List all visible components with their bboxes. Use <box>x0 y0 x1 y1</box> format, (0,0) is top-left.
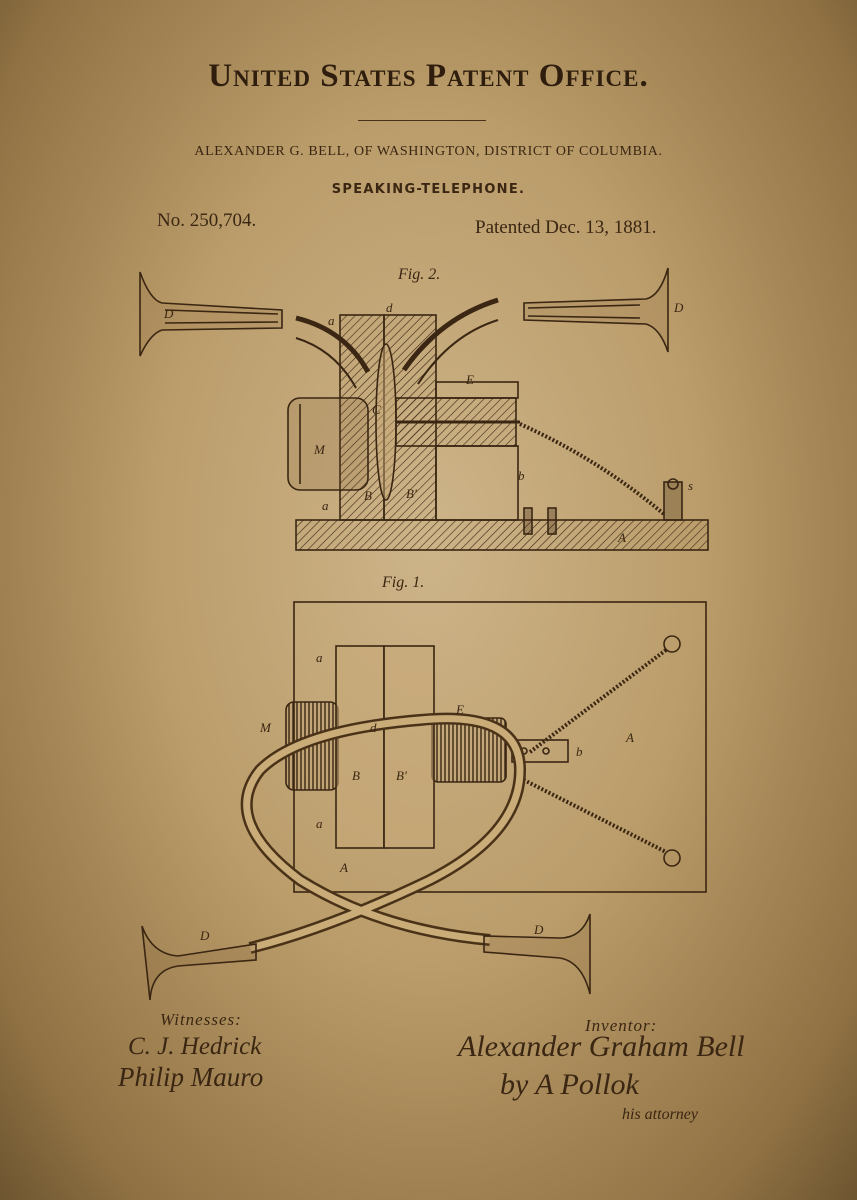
fig1-label-b: B <box>352 768 360 783</box>
fig1-mouthpiece-left <box>141 925 257 1001</box>
inventor-signature: Alexander Graham Bell <box>458 1030 745 1063</box>
title-divider <box>358 120 486 121</box>
fig1-drawing <box>141 601 707 1001</box>
fig2-label-m: M <box>313 442 326 457</box>
fig2-label-b-prime: B' <box>406 486 417 501</box>
witnesses-heading: Witnesses: <box>160 1010 242 1029</box>
patent-number: No. 250,704. <box>157 210 257 231</box>
attorney-signature: by A Pollok <box>500 1068 639 1101</box>
fig1-label-a-lower: A <box>339 860 348 875</box>
fig2-label-d-left: D <box>163 306 174 321</box>
fig1-mouthpiece-right <box>483 913 591 995</box>
fig2-label-d-right: D <box>673 300 684 315</box>
fig2-label-b-small: b <box>518 468 525 483</box>
fig2-magnet <box>287 397 369 491</box>
fig2-label-e: E <box>465 372 474 387</box>
fig1-caption: Fig. 1. <box>382 574 425 591</box>
fig1-label-a-top: a <box>316 650 323 665</box>
fig1-label-b-small: b <box>576 744 583 759</box>
fig2-label-c: C <box>372 402 381 417</box>
witness-signature-2: Philip Mauro <box>118 1062 264 1092</box>
fig1-block-b-prime <box>383 645 435 849</box>
fig2-label-a-base: A <box>617 530 626 545</box>
fig2-label-a-top: a <box>328 313 335 328</box>
fig2-support <box>435 445 519 521</box>
page-title: United States Patent Office. <box>208 58 649 94</box>
fig2-labels: D D a d E C M B B' b a A s <box>163 300 693 545</box>
fig1-terminal-top <box>663 635 681 653</box>
fig2-diaphragm <box>375 343 397 501</box>
fig2-wire <box>519 422 667 517</box>
fig2-right-mouthpiece <box>523 267 669 353</box>
patent-date: Patented Dec. 13, 1881. <box>475 217 657 238</box>
fig2-label-a-bottom: a <box>322 498 329 513</box>
author-line: ALEXANDER G. BELL, OF WASHINGTON, DISTRI… <box>194 144 663 159</box>
fig2-label-s: s <box>688 478 693 493</box>
fig1-label-e: E <box>455 702 464 717</box>
fig1-labels: a M d E A b B B' a A D D <box>199 650 634 943</box>
fig1-label-b-prime: B' <box>396 768 407 783</box>
fig2-drawing <box>139 267 709 551</box>
inventor-heading: Inventor: <box>585 1016 658 1035</box>
fig2-base-plate <box>295 519 709 551</box>
fig1-terminal-bottom <box>663 849 681 867</box>
fig2-binding-post <box>663 481 683 521</box>
fig1-label-d: d <box>370 720 377 735</box>
witness-signature-1: C. J. Hedrick <box>128 1033 262 1060</box>
fig1-label-d-right: D <box>533 922 544 937</box>
fig1-label-a-board: A <box>625 730 634 745</box>
fig1-label-m: M <box>259 720 272 735</box>
fig1-label-a-bottom: a <box>316 816 323 831</box>
fig2-caption: Fig. 2. <box>398 266 441 283</box>
fig2-label-b: B <box>364 488 372 503</box>
fig1-block-b <box>335 645 385 849</box>
attorney-caption: his attorney <box>622 1106 698 1123</box>
fig1-label-d-left: D <box>199 928 210 943</box>
patent-subject: SPEAKING-TELEPHONE. <box>331 182 526 197</box>
fig2-left-mouthpiece <box>139 271 283 357</box>
fig2-label-d-small: d <box>386 300 393 315</box>
